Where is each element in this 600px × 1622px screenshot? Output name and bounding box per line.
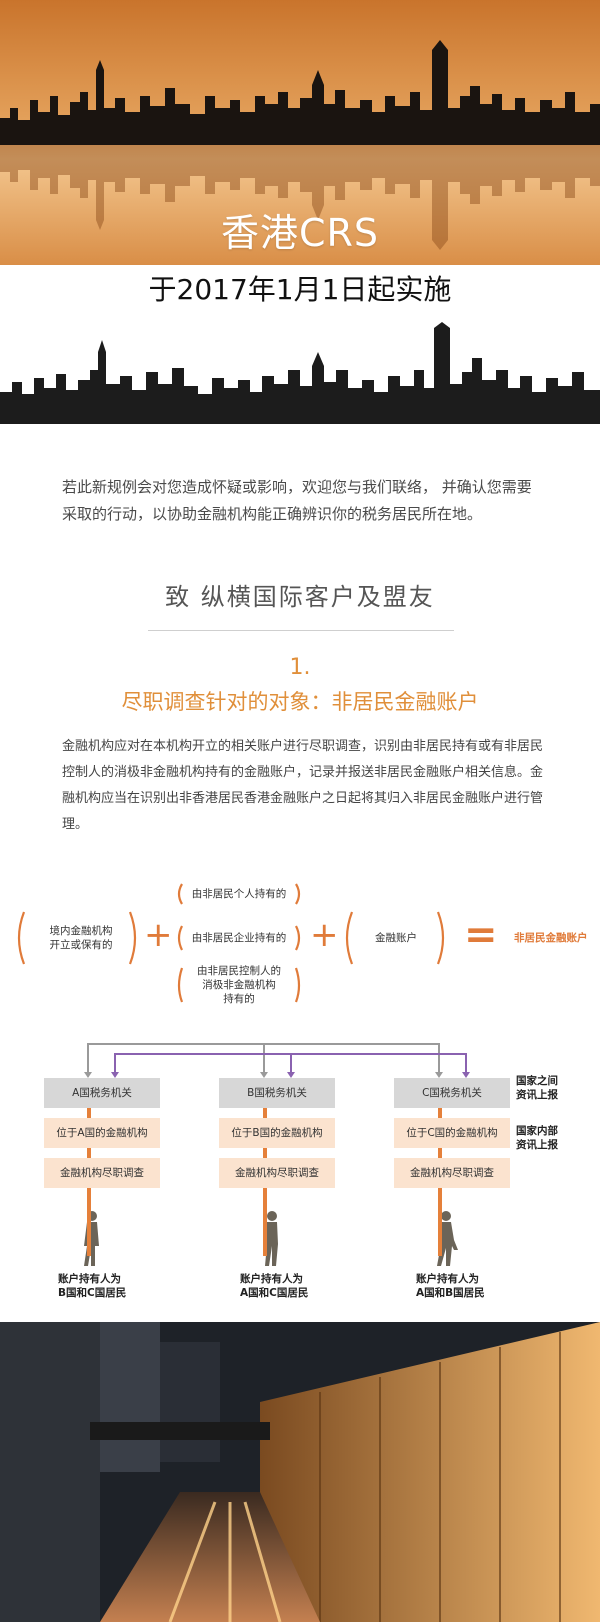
holder-line: A国和B国居民 [416,1287,485,1299]
tax-authority-c: C国税务机关 [394,1078,510,1108]
formula-middle-line: 由非居民控制人的 [197,965,281,977]
note-line: 资讯上报 [516,1089,558,1101]
formula-middle-item: 由非居民个人持有的 [191,888,287,900]
holder-b: 账户持有人为 A国和C国居民 [240,1272,308,1300]
due-diligence-b: 金融机构尽职调查 [219,1158,335,1188]
greeting-heading: 致 纵横国际客户及盟友 [165,583,435,611]
institution-c: 位于C国的金融机构 [394,1118,510,1148]
formula-middle-line: 消极非金融机构 [202,979,276,991]
note-domestic: 国家内部 资讯上报 [516,1124,558,1152]
note-line: 国家之间 [516,1075,558,1087]
crs-flow-diagram: A国税务机关 位于A国的金融机构 金融机构尽职调查 账户持有人为 B国和C国居民… [0,1036,600,1316]
holder-line: 账户持有人为 [240,1273,303,1285]
due-diligence-a: 金融机构尽职调查 [44,1158,160,1188]
formula-middle-item: 由非居民企业持有的 [191,932,287,944]
formula-brackets [17,883,445,1003]
hero-subtitle: 于2017年1月1日起实施 [148,273,452,306]
tax-authority-b: B国税务机关 [219,1078,335,1108]
skyline-illustration [0,322,600,424]
person-icons [84,1211,458,1266]
plus-sign: + [310,915,339,955]
section-title: 尽职调查针对的对象：非居民金融账户 [121,690,479,714]
holder-line: B国和C国居民 [58,1287,127,1299]
section-divider [148,630,454,631]
note-international: 国家之间 资讯上报 [516,1074,558,1102]
plus-sign: + [144,915,173,955]
street-photo-image [0,1322,600,1622]
city-street-photo [0,1322,600,1622]
institution-b: 位于B国的金融机构 [219,1118,335,1148]
formula-middle-item: 由非居民控制人的 消极非金融机构 持有的 [186,964,292,1006]
institution-a: 位于A国的金融机构 [44,1118,160,1148]
note-line: 国家内部 [516,1125,558,1137]
note-line: 资讯上报 [516,1139,558,1151]
formula-left-box: 境内金融机构 开立或保有的 [34,924,128,952]
hong-kong-skyline-image [0,40,600,250]
tax-authority-a: A国税务机关 [44,1078,160,1108]
equals-sign: = [464,912,498,958]
section-number: 1. [289,655,311,680]
holder-line: 账户持有人为 [416,1273,479,1285]
holder-line: 账户持有人为 [58,1273,121,1285]
holder-line: A国和C国居民 [240,1287,309,1299]
section-body: 金融机构应对在本机构开立的相关账户进行尽职调查，识别由非居民持有或有非居民控制人… [62,739,544,832]
holder-c: 账户持有人为 A国和B国居民 [416,1272,485,1300]
exchange-arrows [84,1043,470,1266]
due-diligence-c: 金融机构尽职调查 [394,1158,510,1188]
holder-a: 账户持有人为 B国和C国居民 [58,1272,126,1300]
formula-result: 非居民金融账户 [514,932,588,944]
intro-paragraph: 若此新规例会对您造成怀疑或影响，欢迎您与我们联络， 并确认您需要采取的行动，以协… [62,478,532,523]
formula-left-line: 境内金融机构 [49,925,113,937]
formula-left-line: 开立或保有的 [49,939,113,951]
account-formula-diagram: 境内金融机构 开立或保有的 + 由非居民个人持有的 由非居民企业持有的 由非居民… [0,868,600,1008]
hero-banner: 香港CRS [0,0,600,265]
formula-middle-line: 持有的 [223,993,255,1005]
hero-title: 香港CRS [220,211,380,255]
formula-right-box: 金融账户 [375,932,417,944]
